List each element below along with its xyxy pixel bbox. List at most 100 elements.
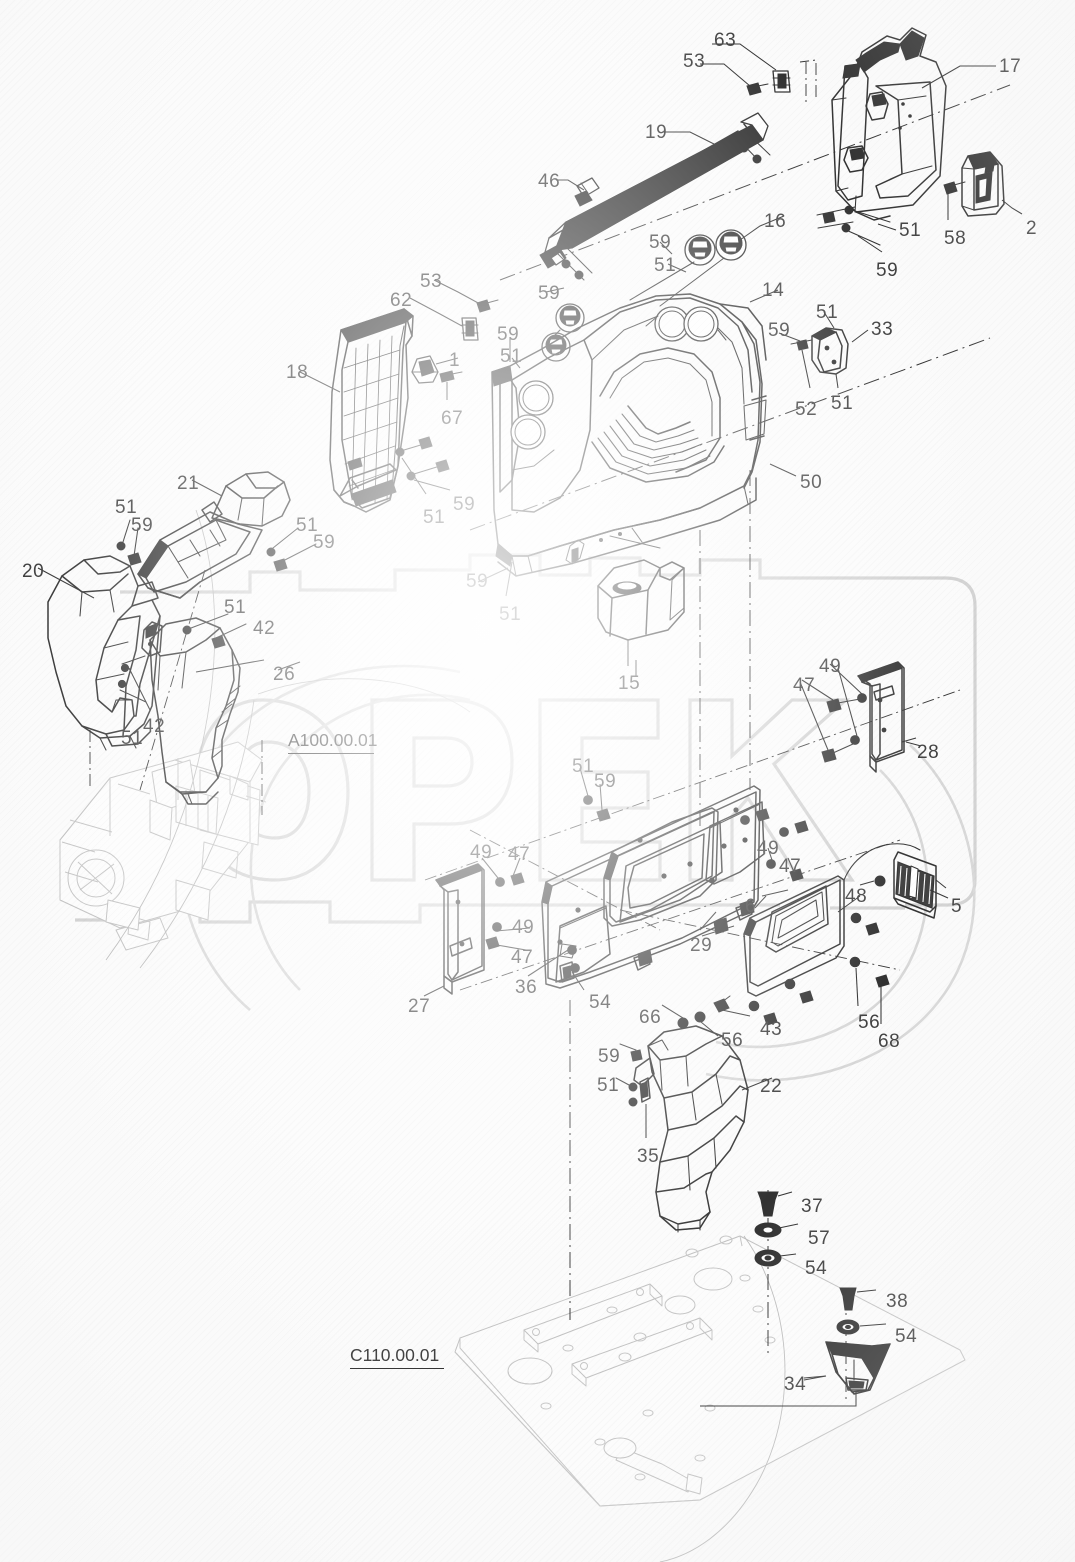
- part-17-pillar-trim: [831, 27, 947, 221]
- part-1-clip-bracket: [411, 355, 439, 384]
- callout-47[interactable]: 47: [508, 844, 531, 865]
- callout-66[interactable]: 66: [639, 1007, 662, 1028]
- callout-2[interactable]: 2: [1026, 218, 1038, 239]
- callout-5[interactable]: 5: [951, 896, 963, 917]
- callout-34[interactable]: 34: [784, 1374, 807, 1395]
- callout-54[interactable]: 54: [589, 992, 612, 1013]
- callout-18[interactable]: 18: [286, 362, 309, 383]
- callout-36[interactable]: 36: [515, 977, 538, 998]
- callout-51[interactable]: 51: [654, 255, 677, 276]
- callout-15[interactable]: 15: [618, 673, 641, 694]
- callout-56[interactable]: 56: [721, 1030, 744, 1051]
- part-28-side-bracket-right: [857, 661, 917, 773]
- part-38-stud-bolt-short: [839, 1287, 877, 1311]
- callout-58[interactable]: 58: [944, 228, 967, 249]
- part-20-air-duct-left: [37, 555, 161, 751]
- callout-59[interactable]: 59: [131, 515, 154, 536]
- callout-51[interactable]: 51: [816, 302, 839, 323]
- callout-28[interactable]: 28: [917, 742, 940, 763]
- part-53-screw-left: [476, 299, 499, 313]
- callout-59[interactable]: 59: [453, 494, 476, 515]
- part-26-air-duct-elbow: [141, 617, 265, 805]
- callout-53[interactable]: 53: [420, 271, 443, 292]
- callout-43[interactable]: 43: [760, 1019, 783, 1040]
- callout-1[interactable]: 1: [449, 350, 461, 371]
- part-54-washer-1: [754, 1249, 797, 1267]
- callout-57[interactable]: 57: [808, 1228, 831, 1249]
- callout-26[interactable]: 26: [273, 664, 296, 685]
- callout-51[interactable]: 51: [500, 346, 523, 367]
- callout-51[interactable]: 51: [899, 220, 922, 241]
- part-33-bracket: [790, 327, 849, 389]
- callout-56[interactable]: 56: [858, 1012, 881, 1033]
- callout-59[interactable]: 59: [876, 260, 899, 281]
- callout-59[interactable]: 59: [466, 571, 489, 592]
- part-27-side-bracket-left: [423, 863, 485, 997]
- callout-48[interactable]: 48: [845, 886, 868, 907]
- callout-51[interactable]: 51: [121, 728, 144, 749]
- callout-51[interactable]: 51: [831, 393, 854, 414]
- callout-33[interactable]: 33: [871, 319, 894, 340]
- callout-59[interactable]: 59: [594, 771, 617, 792]
- ref-a100-text: A100.00.01: [288, 730, 378, 750]
- callout-19[interactable]: 19: [645, 122, 668, 143]
- part-48-grommet: [859, 875, 886, 887]
- callout-42[interactable]: 42: [143, 716, 166, 737]
- callout-20[interactable]: 20: [22, 561, 45, 582]
- callout-67[interactable]: 67: [441, 408, 464, 429]
- ref-a100[interactable]: A100.00.01: [288, 730, 378, 754]
- callout-21[interactable]: 21: [177, 473, 200, 494]
- part-29-plate-fasteners: [527, 767, 809, 991]
- callout-54[interactable]: 54: [805, 1258, 828, 1279]
- callout-51[interactable]: 51: [597, 1075, 620, 1096]
- callout-50[interactable]: 50: [800, 472, 823, 493]
- callout-59[interactable]: 59: [768, 320, 791, 341]
- callout-38[interactable]: 38: [886, 1291, 909, 1312]
- callout-68[interactable]: 68: [878, 1031, 901, 1052]
- callout-52[interactable]: 52: [795, 399, 818, 420]
- callout-16[interactable]: 16: [764, 211, 787, 232]
- ref-c110[interactable]: C110.00.01: [350, 1345, 444, 1369]
- callout-51[interactable]: 51: [224, 597, 247, 618]
- part-51-59-pillar-fasteners: [816, 205, 891, 246]
- callout-42[interactable]: 42: [253, 618, 276, 639]
- callout-27[interactable]: 27: [408, 996, 431, 1017]
- callout-63[interactable]: 63: [714, 30, 737, 51]
- callout-35[interactable]: 35: [637, 1146, 660, 1167]
- callout-51[interactable]: 51: [423, 507, 446, 528]
- callout-49[interactable]: 49: [757, 838, 780, 859]
- callout-49[interactable]: 49: [470, 842, 493, 863]
- ref-c110-text: C110.00.01: [350, 1345, 440, 1365]
- callout-46[interactable]: 46: [538, 171, 561, 192]
- callout-62[interactable]: 62: [390, 290, 413, 311]
- part-46-rail-clip: [574, 177, 600, 207]
- callout-37[interactable]: 37: [801, 1196, 824, 1217]
- part-37-stud-bolt: [757, 1191, 793, 1217]
- callout-49[interactable]: 49: [512, 917, 535, 938]
- callout-49[interactable]: 49: [819, 656, 842, 677]
- callout-47[interactable]: 47: [779, 856, 802, 877]
- part-5-vent-grille: [893, 851, 947, 919]
- callout-29[interactable]: 29: [690, 935, 713, 956]
- callout-22[interactable]: 22: [760, 1076, 783, 1097]
- part-56-68-bezel-fasteners: [748, 912, 890, 1026]
- callout-59[interactable]: 59: [538, 283, 561, 304]
- callout-47[interactable]: 47: [511, 947, 534, 968]
- callout-54[interactable]: 54: [895, 1326, 918, 1347]
- callout-59[interactable]: 59: [313, 532, 336, 553]
- part-62-clip: [461, 317, 479, 341]
- part-42-51-elbow-fasteners: [117, 613, 247, 711]
- callout-59[interactable]: 59: [649, 232, 672, 253]
- callout-59[interactable]: 59: [497, 324, 520, 345]
- callout-47[interactable]: 47: [793, 675, 816, 696]
- callout-6[interactable]: 6: [745, 896, 757, 917]
- callout-14[interactable]: 14: [762, 280, 785, 301]
- ref-c110-underline: [350, 1367, 444, 1369]
- part-21-air-duct-upper: [137, 471, 291, 599]
- callout-59[interactable]: 59: [598, 1046, 621, 1067]
- callout-17[interactable]: 17: [999, 56, 1022, 77]
- callout-53[interactable]: 53: [683, 51, 706, 72]
- callout-51[interactable]: 51: [499, 604, 522, 625]
- part-53-screw-top: [746, 82, 769, 96]
- callout-51[interactable]: 51: [572, 756, 595, 777]
